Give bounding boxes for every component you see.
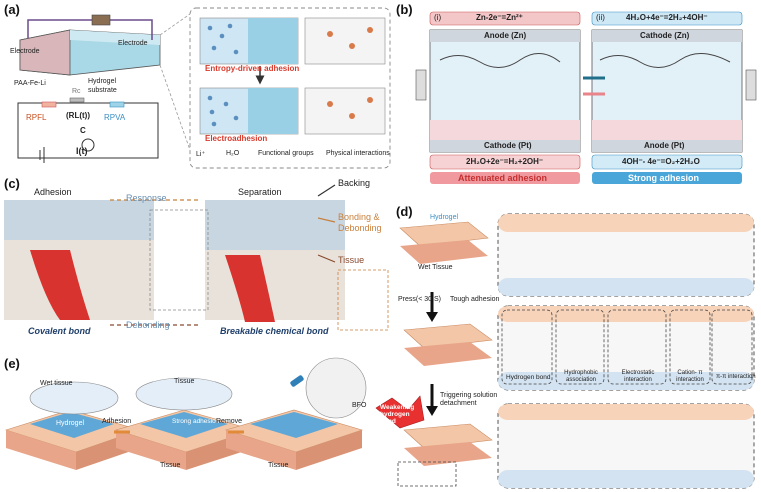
legend-physical: Physical interactions	[326, 150, 390, 157]
hydrogel-label-d: Hydrogel	[430, 214, 459, 221]
tissue-e1: Tissue	[174, 378, 195, 385]
strong-adhesion-e: Strong adhesion	[172, 418, 220, 425]
panel-a-label: (a)	[4, 2, 20, 17]
legend-li: Li⁺	[196, 151, 206, 158]
tissue-e3: Tissue	[268, 462, 289, 469]
wet-tissue-label-d: Wet Tissue	[418, 264, 453, 271]
separation-label: Separation	[238, 187, 282, 197]
panel-e-label: (e)	[4, 356, 20, 371]
tissue-e2: Tissue	[160, 462, 181, 469]
interaction-hydrogen: Hydrogen bond	[506, 374, 551, 381]
panel-b-label: (b)	[396, 2, 413, 17]
eq-ii-tag: (ii)	[596, 13, 605, 22]
electroadhesion-label: Electroadhesion	[205, 134, 268, 143]
covalent-bond-label: Covalent bond	[28, 326, 91, 336]
rpva-label: RPVA	[104, 113, 126, 122]
interaction-pi-pi: π-π interaction	[716, 374, 756, 380]
wet-tissue-e: Wet tissue	[40, 380, 73, 387]
bfo-label: BFO	[352, 402, 367, 409]
anode-pt-label: Anode (Pt)	[644, 141, 685, 150]
rc-label: Rc	[72, 88, 81, 95]
panel-c-label: (c)	[4, 176, 20, 191]
hydrogel-label: Hydrogel	[88, 78, 117, 85]
electrode-right-label: Electrode	[118, 40, 148, 47]
adhesion-e: Adhesion	[102, 418, 132, 425]
rpfl-label: RPFL	[26, 113, 47, 122]
substrate-label: substrate	[88, 87, 117, 94]
tissue-label: Tissue	[338, 255, 365, 265]
eq-ii: 4H₂O+4e⁻=2H₂+4OH⁻	[626, 13, 708, 22]
attenuated-adhesion: Attenuated adhesion	[458, 173, 548, 183]
breakable-bond-label: Breakable chemical bond	[220, 326, 329, 336]
eq-bottom-left: 2H₂O+2e⁻=H₂+2OH⁻	[466, 157, 544, 166]
trigger-label: Triggering solution detachment	[440, 392, 498, 407]
interaction-electrostatic: Electrostatic interaction	[621, 370, 655, 383]
adhesion-label: Adhesion	[34, 187, 72, 197]
it-label: I(t)	[76, 146, 88, 156]
rl-label: (RL(t))	[66, 111, 90, 120]
eq-i: Zn-2e⁻=Zn²⁺	[476, 13, 523, 22]
paa-label: PAA-Fe-Li	[14, 80, 46, 87]
cathode-zn-label: Cathode (Zn)	[640, 31, 690, 40]
anode-zn-label: Anode (Zn)	[484, 31, 527, 40]
eq-bottom-right: 4OH⁻- 4e⁻=O₂+2H₂O	[622, 157, 700, 166]
panel-d-label: (d)	[396, 204, 413, 219]
backing-label: Backing	[338, 178, 371, 188]
electrode-left-label: Electrode	[10, 48, 40, 55]
entropy-adhesion-label: Entropy-driven adhesion	[205, 64, 300, 73]
bonding-label: Bonding &	[338, 212, 380, 222]
interaction-cation-pi: Cation- π interaction	[676, 370, 704, 383]
interaction-hydrophobic: Hydrophobic association	[564, 370, 598, 383]
hydrogel-e: Hydrogel	[56, 420, 85, 427]
strong-adhesion: Strong adhesion	[628, 173, 700, 183]
response-label: Response	[126, 193, 167, 203]
eq-i-tag: (i)	[434, 13, 442, 22]
press-label: Press(< 30 S)	[398, 296, 441, 303]
legend-functional: Functional groups	[258, 150, 314, 157]
tough-adhesion-label: Tough adhesion	[450, 296, 500, 303]
weakening-label: Weakening hydrogen bond	[380, 404, 415, 425]
legend-h2o: H₂O	[226, 150, 240, 157]
remove-e: Remove	[216, 418, 243, 425]
debonding-label: Debonding	[126, 320, 170, 330]
cathode-pt-label: Cathode (Pt)	[484, 141, 532, 150]
debonding-right-label: Debonding	[338, 223, 382, 233]
c-label: C	[80, 126, 86, 135]
